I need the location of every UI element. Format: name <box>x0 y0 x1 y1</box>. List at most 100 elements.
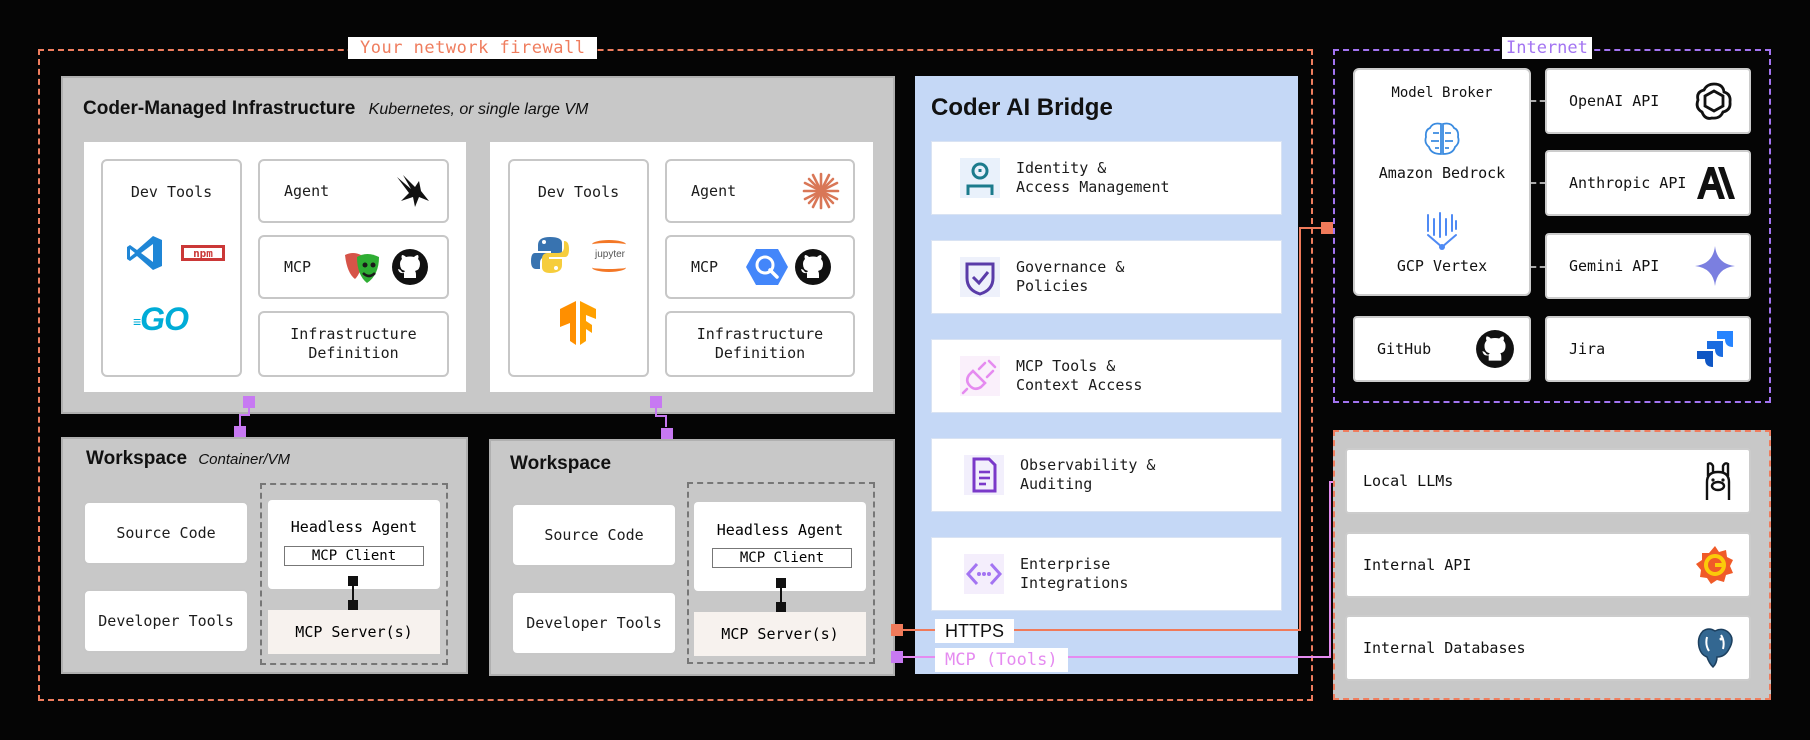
starburst-icon <box>802 172 840 210</box>
connector-node <box>243 396 255 408</box>
mcp-tools-label: MCP (Tools) <box>935 648 1068 672</box>
bridge-item-mcp-tools: MCP Tools & Context Access <box>931 339 1282 413</box>
jupyter-icon: jupyter <box>588 237 632 277</box>
source-code-card-left: Source Code <box>83 501 249 565</box>
model-broker-card <box>1353 68 1531 296</box>
connector-line <box>239 414 241 426</box>
connector-line <box>240 414 250 416</box>
mcp-card-left: MCP <box>258 235 449 299</box>
mcp-tools-line <box>903 656 1331 658</box>
connector-line <box>352 584 354 602</box>
connector-line <box>665 415 667 427</box>
gemini-api-card: Gemini API <box>1545 233 1751 299</box>
workspace-title-left: Workspace Container/VM <box>86 448 290 470</box>
connector-node <box>776 602 786 612</box>
bird-icon <box>397 175 429 207</box>
dev-tools-label: Dev Tools <box>130 183 213 201</box>
bridge-item-governance: Governance & Policies <box>931 240 1282 314</box>
connector-node <box>234 426 246 438</box>
https-node <box>1321 222 1333 234</box>
mcp-card-right: MCP <box>665 235 855 299</box>
anthropic-api-label: Anthropic API <box>1569 174 1687 192</box>
connector-line <box>780 586 782 604</box>
jira-label: Jira <box>1569 340 1606 358</box>
https-line <box>1299 227 1325 229</box>
headless-agent-box-right <box>694 502 866 591</box>
bridge-item-label: Identity & Access Management <box>1016 159 1170 196</box>
headless-agent-box-left <box>268 500 440 589</box>
grafana-icon <box>1696 546 1733 584</box>
bridge-item-label: MCP Tools & Context Access <box>1016 357 1143 394</box>
connector-line <box>655 415 667 417</box>
firewall-boundary <box>38 49 1313 701</box>
https-node <box>891 624 903 636</box>
mcp-label: MCP <box>284 258 312 276</box>
connector-line <box>248 406 250 415</box>
agent-label: Agent <box>691 182 737 200</box>
bridge-item-identity: Identity & Access Management <box>931 141 1282 215</box>
mcp-client-label-left: MCP Client <box>284 546 424 566</box>
https-label: HTTPS <box>935 619 1015 643</box>
npm-icon: npm <box>181 245 225 261</box>
bridge-item-observability: Observability & Auditing <box>931 438 1282 512</box>
mcp-tools-line <box>1329 482 1331 658</box>
infrastructure-title: Coder-Managed Infrastructure Kubernetes,… <box>83 98 588 120</box>
python-icon <box>531 237 569 273</box>
local-llms-card: Local LLMs <box>1345 448 1751 514</box>
github-icon <box>392 249 429 285</box>
https-line <box>903 629 1301 631</box>
agent-sandbox-left <box>260 483 448 665</box>
dev-tool-logos: npm ≡GO <box>101 201 242 361</box>
bigquery-icon <box>746 249 789 285</box>
shield-check-icon <box>958 255 1002 299</box>
agent-sandbox-right <box>687 482 875 664</box>
bridge-item-label: Governance & Policies <box>1016 258 1125 295</box>
provider-link <box>1531 100 1545 102</box>
developer-tools-card-right: Developer Tools <box>511 591 677 655</box>
gemini-api-label: Gemini API <box>1569 257 1660 275</box>
dev-tools-card-right: Dev Tools jupyter <box>508 159 649 377</box>
anthropic-icon <box>1697 167 1735 199</box>
mcp-servers-box-left: MCP Server(s) <box>268 610 440 654</box>
gcp-vertex-label: GCP Vertex <box>1396 257 1488 275</box>
playwright-icon <box>345 253 380 283</box>
mcp-label: MCP <box>691 258 719 276</box>
identity-icon <box>958 156 1002 200</box>
model-broker-label: Model Broker <box>1391 85 1493 101</box>
agent-label: Agent <box>284 182 330 200</box>
local-llms-label: Local LLMs <box>1363 472 1454 490</box>
source-code-card-right: Source Code <box>511 503 677 567</box>
amazon-bedrock-label: Amazon Bedrock <box>1378 164 1506 182</box>
github-label: GitHub <box>1377 340 1432 358</box>
mcp-servers-box-right: MCP Server(s) <box>694 612 866 656</box>
go-icon: ≡GO <box>133 301 189 337</box>
dev-tools-label: Dev Tools <box>537 183 620 201</box>
code-brackets-icon <box>962 552 1006 596</box>
connector-line <box>655 406 657 416</box>
dev-tools-card-left: Dev Tools npm ≡GO <box>101 159 242 377</box>
github-card: GitHub <box>1353 316 1531 382</box>
vertex-icon <box>1427 212 1457 250</box>
internal-api-card: Internal API <box>1345 532 1751 598</box>
connector-node <box>348 600 358 610</box>
infrastructure-title-text: Coder-Managed Infrastructure <box>83 98 356 119</box>
mcp-tools-node <box>891 651 903 663</box>
agent-card-right: Agent <box>665 159 855 223</box>
dev-tool-logos: jupyter <box>508 201 649 361</box>
mcp-client-label-right: MCP Client <box>712 548 852 568</box>
internet-label: Internet <box>1502 37 1592 59</box>
connector-node <box>661 428 673 440</box>
openai-api-label: OpenAI API <box>1569 92 1660 110</box>
openai-icon <box>1695 82 1732 120</box>
infrastructure-subtitle: Kubernetes, or single large VM <box>368 101 589 118</box>
jira-card: Jira <box>1545 316 1751 382</box>
infra-def-card-left: Infrastructure Definition <box>258 311 449 377</box>
vscode-icon <box>127 236 162 270</box>
connector-node <box>650 396 662 408</box>
github-icon <box>1476 330 1514 368</box>
github-icon <box>795 249 832 285</box>
postgresql-icon <box>1697 628 1733 669</box>
developer-tools-card-left: Developer Tools <box>83 589 249 653</box>
bridge-item-label: Enterprise Integrations <box>1020 555 1129 592</box>
agent-card-left: Agent <box>258 159 449 223</box>
